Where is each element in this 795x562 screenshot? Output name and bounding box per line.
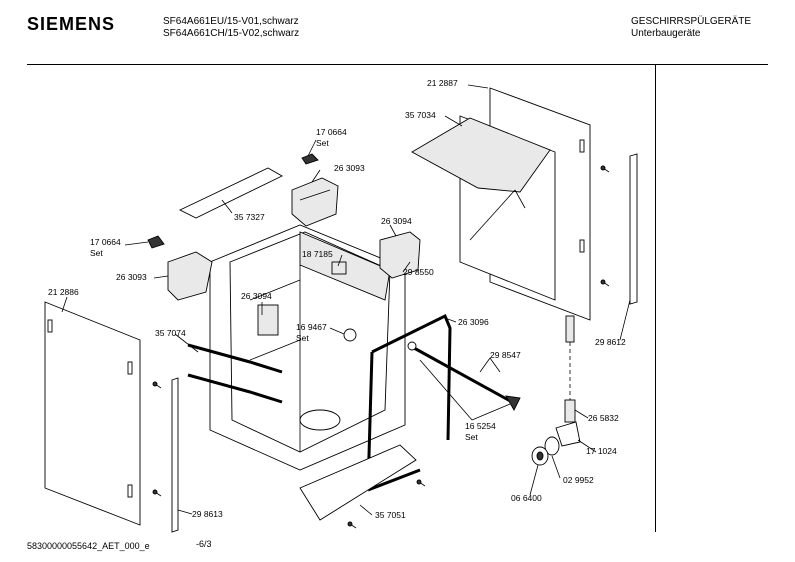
label-06-6400: 06 6400 <box>511 493 542 503</box>
label-29-8612: 29 8612 <box>595 337 626 347</box>
top-plate <box>178 167 283 219</box>
subcategory-title: Unterbaugeräte <box>631 28 701 39</box>
label-17-0664-top: 17 0664 <box>316 127 347 137</box>
brand-logo: SIEMENS <box>27 14 116 34</box>
doc-id: 58300000055642_AET_000_e <box>27 541 150 551</box>
label-set-top: Set <box>316 138 329 148</box>
side-rule <box>655 65 656 532</box>
label-26-3093-top: 26 3093 <box>334 163 365 173</box>
label-17-0664-left: 17 0664 <box>90 237 121 247</box>
strip-left <box>171 377 179 533</box>
label-26-3094-mid: 26 3094 <box>241 291 272 301</box>
bracket-right <box>379 231 421 279</box>
side-panel-left <box>44 301 141 526</box>
label-18-7185: 18 7185 <box>302 249 333 259</box>
label-35-7327: 35 7327 <box>234 212 265 222</box>
label-26-3096: 26 3096 <box>458 317 489 327</box>
screws-right <box>600 165 610 287</box>
label-26-3093-left: 26 3093 <box>116 272 147 282</box>
clip-top <box>301 153 319 165</box>
model-line-2: SF64A661CH/15-V02,schwarz <box>163 28 300 39</box>
page-number: -6/3 <box>196 539 212 549</box>
label-35-7074: 35 7074 <box>155 328 186 338</box>
rod-assembly <box>407 341 521 411</box>
screws-bottom <box>347 479 426 529</box>
label-17-1024: 17 1024 <box>586 446 617 456</box>
label-02-9952: 02 9952 <box>563 475 594 485</box>
hinge-top <box>291 177 339 227</box>
side-panel-right <box>411 87 591 321</box>
drain-hose-assembly <box>531 315 581 466</box>
tub-frame <box>209 224 406 471</box>
label-29-8547: 29 8547 <box>490 350 521 360</box>
label-set-left: Set <box>90 248 103 258</box>
label-21-2887: 21 2887 <box>427 78 458 88</box>
screws-left <box>152 381 162 497</box>
label-21-2886: 21 2886 <box>48 287 79 297</box>
header-rule <box>27 64 768 65</box>
label-29-8550: 29 8550 <box>403 267 434 277</box>
label-set-mid: Set <box>296 333 309 343</box>
kick-plate <box>299 444 417 521</box>
label-29-8613: 29 8613 <box>192 509 223 519</box>
label-set-rod: Set <box>465 432 478 442</box>
label-16-9467: 16 9467 <box>296 322 327 332</box>
side-rails-left <box>187 343 283 404</box>
category-title: GESCHIRRSPÜLGERÄTE <box>631 16 752 27</box>
label-35-7034: 35 7034 <box>405 110 436 120</box>
strip-right <box>629 153 638 305</box>
label-16-5254: 16 5254 <box>465 421 496 431</box>
hinge-left <box>147 235 213 301</box>
label-26-3094-right: 26 3094 <box>381 216 412 226</box>
label-35-7051: 35 7051 <box>375 510 406 520</box>
model-line-1: SF64A661EU/15-V01,schwarz <box>163 16 299 27</box>
label-26-5832: 26 5832 <box>588 413 619 423</box>
leader-lines <box>61 84 631 516</box>
